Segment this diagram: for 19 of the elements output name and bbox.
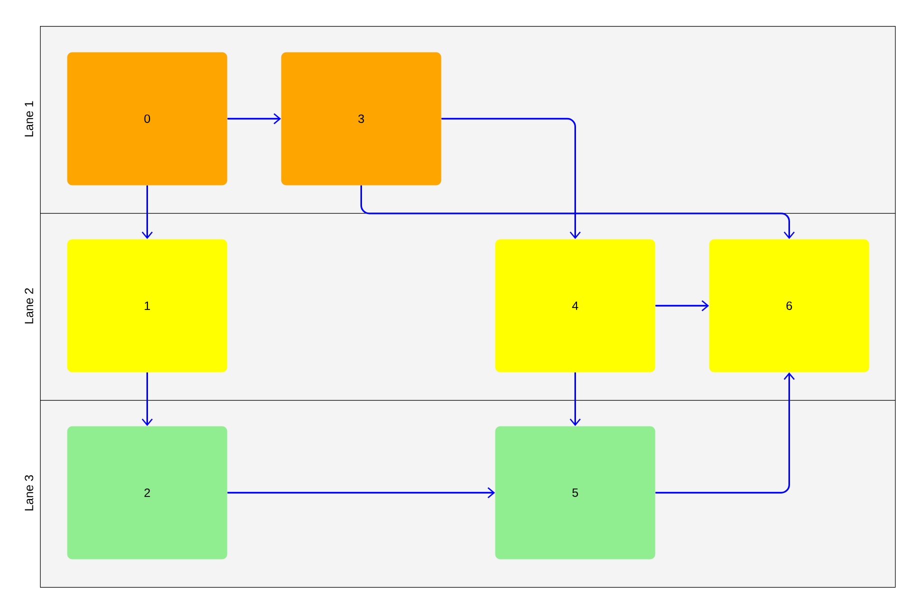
process-box: 4 <box>495 239 656 372</box>
node-label: Lane 3 <box>24 475 34 510</box>
arrow <box>655 300 710 312</box>
process-box: 1 <box>67 239 228 372</box>
arrow <box>441 118 581 239</box>
process-box: 0 <box>67 52 228 186</box>
arrow <box>570 372 581 426</box>
arrow <box>227 487 495 498</box>
arrow <box>142 372 153 426</box>
process-box: 5 <box>495 426 656 560</box>
process-box: 2 <box>67 426 228 560</box>
arrow <box>360 185 795 239</box>
process-box: 6 <box>709 239 870 372</box>
node-label: Lane 1 <box>24 101 34 136</box>
arrow <box>142 185 153 239</box>
process-box: 3 <box>281 52 442 186</box>
arrow <box>655 372 795 494</box>
node-label: Lane 2 <box>24 288 34 324</box>
arrow <box>227 113 281 124</box>
